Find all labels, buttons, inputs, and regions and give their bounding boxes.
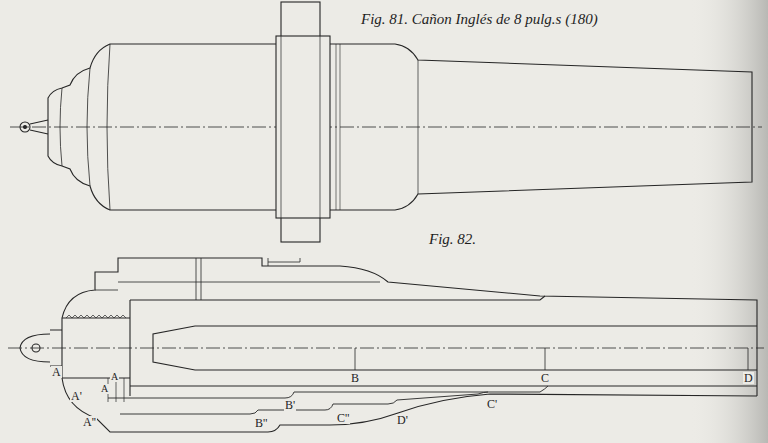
groove-lines — [336, 44, 340, 210]
part-letter: A — [51, 366, 62, 378]
cascabel-knob — [20, 334, 50, 362]
center-line — [8, 348, 764, 349]
leader-line — [545, 348, 546, 370]
jacket-line — [118, 282, 380, 283]
part-letter: C'' — [336, 412, 350, 424]
trunnion-key — [268, 258, 300, 266]
leader-line — [748, 348, 749, 370]
cascabel-eye — [32, 344, 40, 352]
leader-line — [355, 348, 356, 370]
cascabel-hole — [24, 126, 27, 129]
part-letter: D' — [396, 414, 409, 426]
chase-step — [418, 60, 419, 194]
part-letter: C — [540, 372, 550, 384]
outer-top — [62, 258, 757, 396]
center-line — [10, 127, 762, 128]
cascabel-neck — [50, 330, 62, 366]
part-letter: D — [743, 372, 754, 384]
b-coil — [108, 386, 548, 398]
breech-rings — [60, 44, 110, 210]
trunnion-band — [276, 36, 330, 218]
figure-title: Fig. 81. Cañon Inglés de 8 pulg.s (180) — [360, 12, 599, 27]
tube-bottom — [130, 385, 757, 386]
part-letter: A' — [70, 390, 83, 402]
breech-outline — [48, 44, 276, 210]
part-letter: A — [100, 384, 109, 394]
trunnion-edge — [281, 36, 282, 218]
thread-marks — [66, 315, 126, 318]
part-letter: A'' — [82, 416, 97, 428]
tube-breech — [129, 300, 130, 396]
jacket-line — [95, 290, 118, 291]
scan-shade — [690, 0, 768, 443]
breech-screw — [62, 318, 130, 378]
part-letter: B — [350, 372, 360, 384]
cascabel-neck — [30, 120, 48, 134]
outer-bottom — [62, 378, 757, 432]
ring-lines — [196, 258, 201, 300]
part-letter: B'' — [254, 417, 268, 429]
figure-label: Fig. 82. — [428, 232, 477, 247]
tube-top — [130, 296, 545, 300]
part-letter: A — [110, 372, 119, 382]
bore — [153, 326, 757, 370]
part-letter: B' — [284, 399, 296, 411]
cascabel-ring — [20, 122, 30, 132]
chase-outline — [330, 44, 752, 210]
part-letter: C' — [486, 398, 498, 410]
trunnion-edge — [320, 36, 321, 218]
